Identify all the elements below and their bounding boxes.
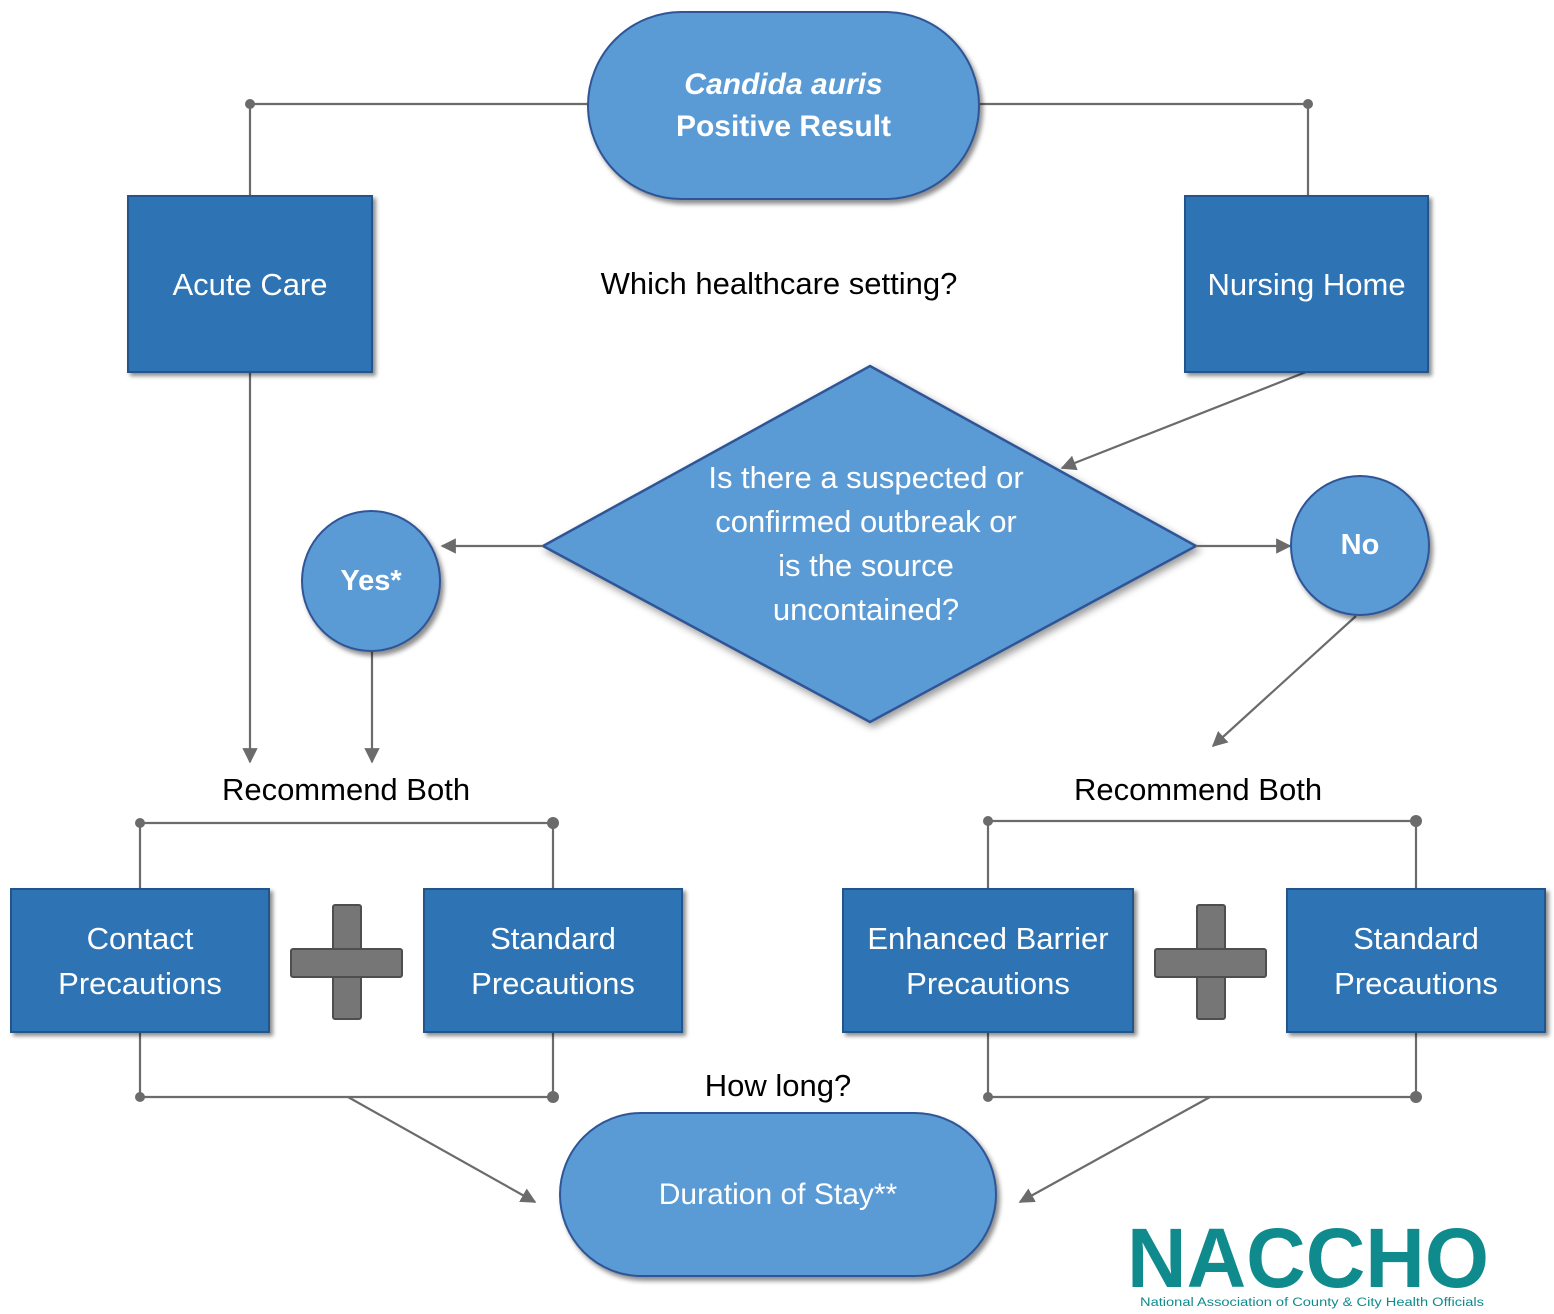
plus-icon (1154, 904, 1267, 1020)
bracket-right-bottom (986, 1032, 1418, 1099)
nursing-home-label: Nursing Home (1207, 266, 1406, 302)
arrow-left-to-duration (347, 1096, 537, 1203)
recommend-both-left: Recommend Both (221, 772, 471, 807)
decision-line4: uncontained? (772, 592, 960, 627)
connector-start-to-nursing (980, 102, 1310, 196)
contact-line1: Contact (86, 920, 194, 956)
no-label: No (1340, 529, 1380, 561)
acute-care-label: Acute Care (172, 266, 328, 302)
decision-line1: Is there a suspected or (708, 460, 1024, 495)
arrow-no-to-recommend (1211, 615, 1357, 748)
junction-dot (983, 1092, 993, 1102)
start-terminator: Candida auris Positive Result (587, 11, 980, 200)
yes-circle: Yes* (301, 510, 441, 652)
contact-precautions-box: Contact Precautions (10, 888, 270, 1033)
yes-label: Yes* (340, 564, 402, 597)
no-circle: No (1290, 475, 1430, 616)
standard-right-line1: Standard (1353, 920, 1479, 956)
naccho-logo: NACCHO National Association of County & … (1127, 1215, 1489, 1309)
connector-start-to-acute (248, 102, 588, 196)
junction-dot (1410, 815, 1422, 827)
junction-dot (135, 818, 145, 828)
nursing-home-box: Nursing Home (1184, 195, 1429, 373)
decision-text: Is there a suspected or confirmed outbre… (660, 456, 1072, 632)
contact-line2: Precautions (58, 965, 222, 1001)
arrow-right-to-duration (1018, 1096, 1211, 1203)
start-line2: Positive Result (675, 109, 892, 143)
plus-icon (290, 904, 403, 1020)
setting-question: Which healthcare setting? (600, 266, 958, 301)
end-label: Duration of Stay** (658, 1177, 898, 1211)
arrow-nursing-to-decision (1060, 370, 1307, 471)
plus-center (334, 950, 360, 976)
acute-care-box: Acute Care (127, 195, 373, 373)
enhanced-barrier-precautions-box: Enhanced Barrier Precautions (842, 888, 1134, 1033)
standard-left-line1: Standard (490, 920, 616, 956)
recommend-both-right: Recommend Both (1073, 772, 1323, 807)
standard-right-line2: Precautions (1334, 965, 1498, 1001)
logo-tagline: National Association of County & City He… (1140, 1297, 1484, 1309)
standard-precautions-left-box: Standard Precautions (423, 888, 683, 1033)
end-terminator: Duration of Stay** (559, 1112, 997, 1277)
junction-dot (135, 1092, 145, 1102)
junction-dot (547, 817, 559, 829)
bracket-right-top (986, 819, 1418, 888)
decision-line3: is the source (778, 548, 954, 583)
junction-dot (547, 1091, 559, 1103)
enhanced-line2: Precautions (906, 965, 1070, 1001)
bracket-left-bottom (138, 1032, 555, 1099)
junction-dot (245, 99, 255, 109)
duration-question: How long? (704, 1068, 852, 1103)
junction-dot (983, 816, 993, 826)
start-line1: Candida auris (684, 67, 883, 101)
decision-diamond (540, 364, 1199, 724)
logo-wordmark: NACCHO (1127, 1215, 1489, 1305)
junction-dot (1303, 99, 1313, 109)
decision-line2: confirmed outbreak or (715, 504, 1017, 539)
plus-center (1198, 950, 1224, 976)
bracket-left-top (138, 821, 555, 888)
standard-precautions-right-box: Standard Precautions (1286, 888, 1546, 1033)
enhanced-line1: Enhanced Barrier (867, 920, 1109, 956)
standard-left-line2: Precautions (471, 965, 635, 1001)
junction-dot (1410, 1091, 1422, 1103)
